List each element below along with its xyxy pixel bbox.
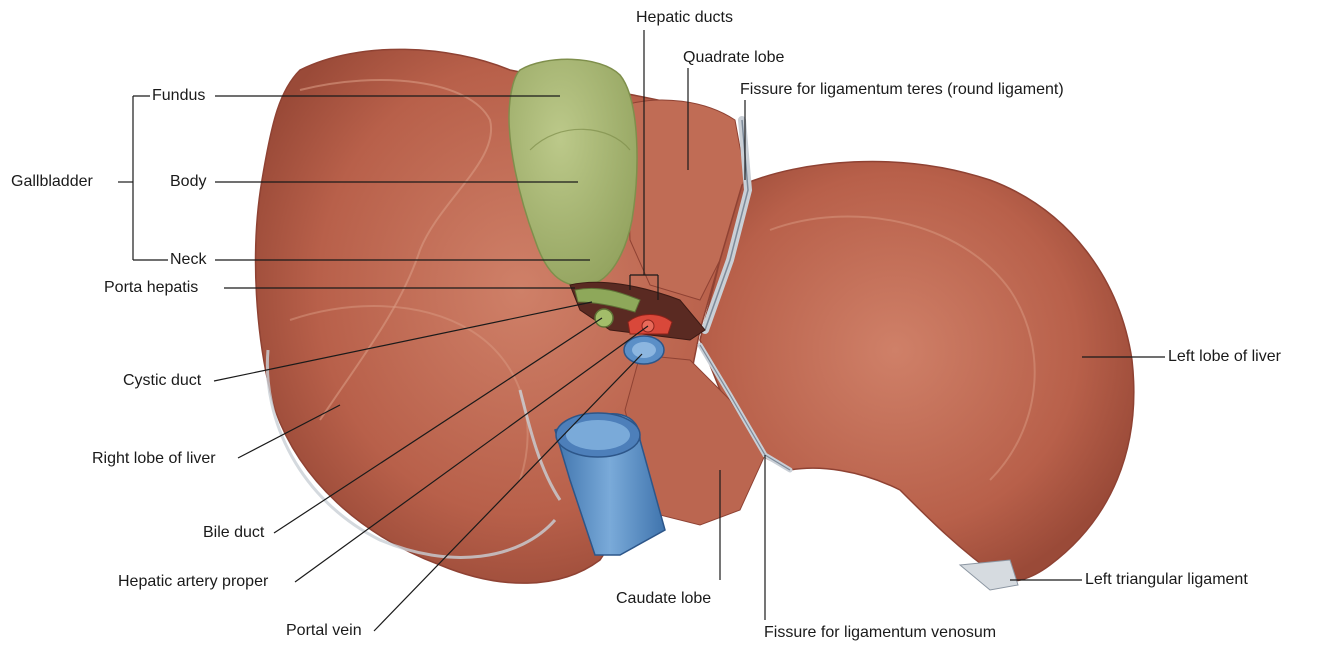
label-right-lobe: Right lobe of liver	[92, 450, 216, 468]
label-hepatic-artery: Hepatic artery proper	[118, 573, 268, 591]
label-quadrate-lobe: Quadrate lobe	[683, 49, 784, 67]
label-hepatic-ducts: Hepatic ducts	[636, 9, 733, 27]
label-fissure-teres: Fissure for ligamentum teres (round liga…	[740, 81, 1064, 99]
label-neck: Neck	[170, 251, 206, 269]
label-porta-hepatis: Porta hepatis	[104, 279, 198, 297]
vena-cava-inner	[566, 420, 630, 450]
label-portal-vein: Portal vein	[286, 622, 362, 640]
label-caudate-lobe: Caudate lobe	[616, 590, 711, 608]
bile-duct-lumen	[595, 309, 613, 327]
label-fundus: Fundus	[152, 87, 205, 105]
label-gallbladder: Gallbladder	[11, 173, 93, 191]
left-triangular-ligament-shape	[960, 560, 1018, 590]
label-body: Body	[170, 173, 206, 191]
label-bile-duct: Bile duct	[203, 524, 264, 542]
label-fissure-venosum: Fissure for ligamentum venosum	[764, 624, 996, 642]
portal-vein-lumen	[632, 342, 656, 358]
label-cystic-duct: Cystic duct	[123, 372, 201, 390]
label-left-lobe: Left lobe of liver	[1168, 348, 1281, 366]
label-left-triangular: Left triangular ligament	[1085, 571, 1248, 589]
